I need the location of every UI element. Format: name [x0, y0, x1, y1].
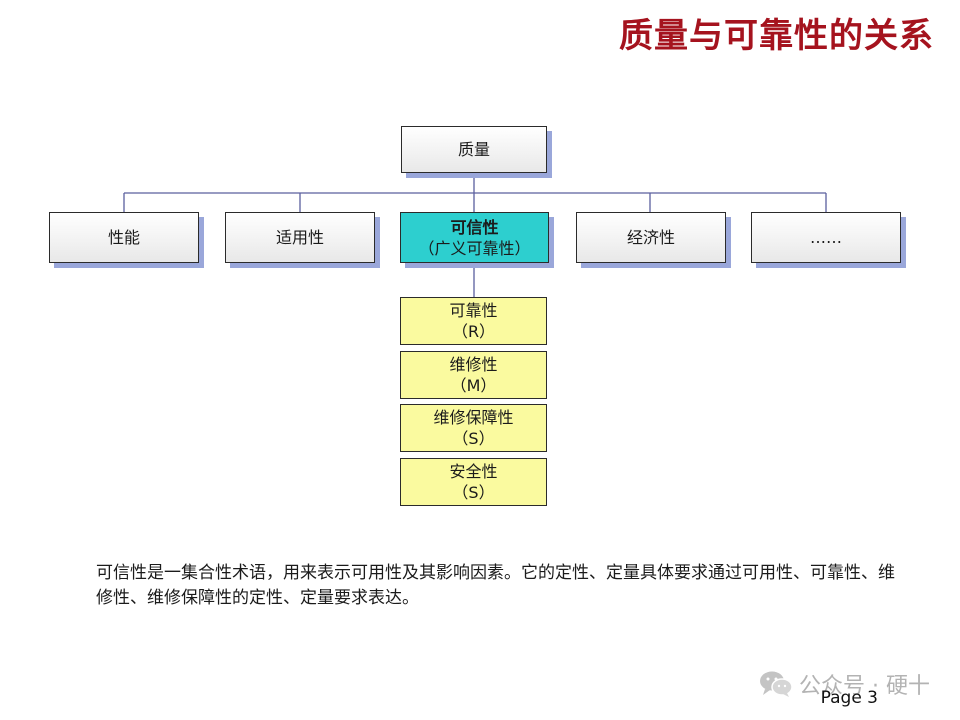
level2-box-label: 可靠性	[449, 301, 498, 320]
level1-box-label: 适用性	[275, 228, 324, 247]
watermark: 公众号 · 硬十	[759, 668, 930, 700]
page-number: Page 3	[820, 688, 878, 708]
slide-title: 质量与可靠性的关系	[619, 16, 934, 56]
level2-box-label: 安全性	[449, 462, 498, 481]
level1-box-performance: 性能	[49, 212, 199, 263]
level1-box-sublabel: （广义可靠性）	[418, 238, 531, 258]
level2-box-sublabel: （M）	[450, 376, 497, 395]
root-box-label: 质量	[457, 140, 490, 159]
root-box-quality: 质量	[401, 126, 547, 173]
level2-box-reliability: 可靠性 （R）	[400, 297, 547, 345]
level2-box-sublabel: （R）	[451, 322, 496, 341]
level1-box-more: ……	[751, 212, 901, 263]
level2-box-supportability: 维修保障性 （S）	[400, 404, 547, 452]
level1-box-label: 经济性	[626, 228, 675, 247]
level2-box-safety: 安全性 （S）	[400, 458, 547, 506]
level1-box-dependability: 可信性 （广义可靠性）	[400, 212, 549, 263]
level1-box-label: 可信性	[450, 217, 499, 237]
level2-box-sublabel: （S）	[452, 429, 495, 448]
watermark-text: 公众号 · 硬十	[799, 674, 930, 699]
level1-box-label: ……	[810, 228, 842, 247]
wechat-icon	[760, 671, 793, 697]
description-text: 可信性是一集合性术语，用来表示可用性及其影响因素。它的定性、定量具体要求通过可用…	[96, 563, 895, 608]
level1-box-label: 性能	[107, 228, 140, 247]
level1-box-economy: 经济性	[576, 212, 726, 263]
level2-box-label: 维修性	[449, 355, 498, 374]
level2-box-sublabel: （S）	[452, 483, 495, 502]
level1-box-applicability: 适用性	[225, 212, 375, 263]
level2-box-maintainability: 维修性 （M）	[400, 351, 547, 399]
level2-box-label: 维修保障性	[433, 408, 514, 427]
